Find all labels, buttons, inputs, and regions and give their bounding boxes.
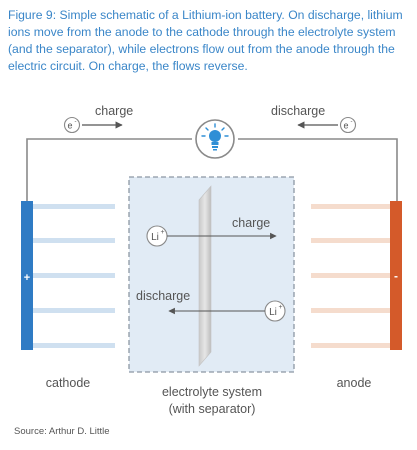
cathode-label: cathode (46, 376, 91, 390)
electron-icon: e - (63, 116, 81, 134)
lightbulb-icon (195, 119, 235, 159)
electrolyte-box (128, 176, 295, 373)
anode-collector (390, 201, 402, 350)
electron-charge: - (351, 119, 353, 125)
electron-charge: - (75, 119, 77, 125)
anode-label: anode (337, 376, 372, 390)
source-note: Source: Arthur D. Little (14, 426, 110, 437)
cathode-sign: + (24, 272, 30, 284)
electron-label: e (343, 121, 348, 131)
ion-label: Li (151, 232, 159, 243)
circuit-discharge-label: discharge (271, 104, 325, 118)
ion-charge: + (278, 304, 282, 311)
ion-charge: + (160, 229, 164, 236)
circuit-wire (26, 138, 398, 205)
electrolyte-discharge-label: discharge (136, 289, 190, 303)
cathode-collector (21, 201, 33, 350)
ion-label: Li (269, 307, 277, 318)
electrolyte-label-line1: electrolyte system (162, 385, 262, 399)
figure-caption: Figure 9: Simple schematic of a Lithium-… (8, 8, 403, 73)
anode-plates (311, 204, 390, 348)
cathode-plates (33, 204, 115, 348)
lithium-ion-icon: Li + (264, 300, 286, 322)
circuit-charge-label: charge (95, 104, 133, 118)
electrolyte-label-line2: (with separator) (169, 402, 256, 416)
anode-sign: - (394, 269, 398, 283)
electrolyte-charge-label: charge (232, 216, 270, 230)
separator (198, 185, 212, 367)
electron-label: e (67, 121, 72, 131)
electron-icon: e - (339, 116, 357, 134)
lithium-ion-icon: Li + (146, 225, 168, 247)
